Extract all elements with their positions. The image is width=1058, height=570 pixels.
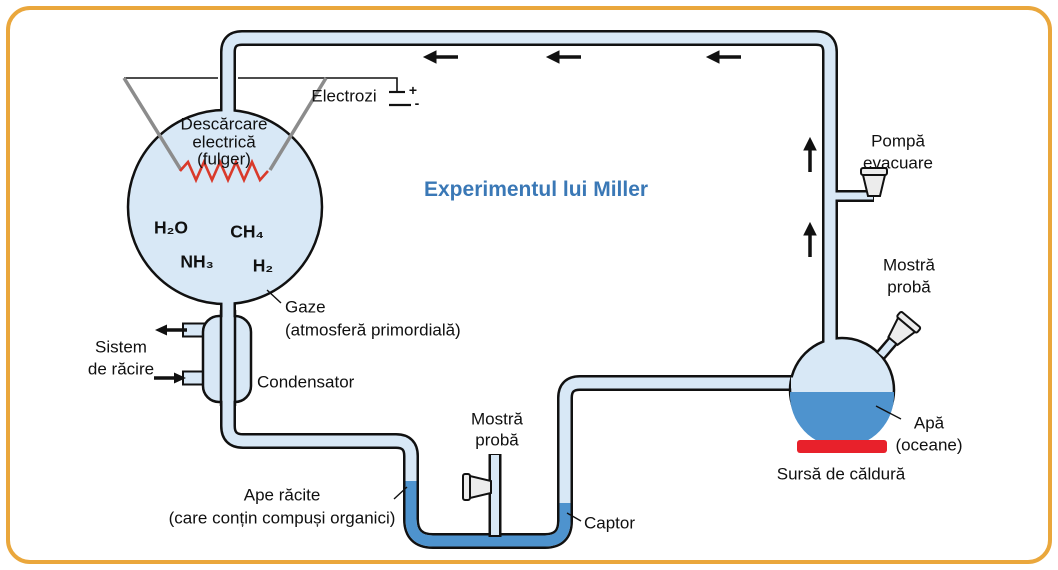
trap-condensed-water (405, 481, 571, 547)
gas-nh3-label: NH₃ (180, 251, 214, 272)
ocean-water-label-line1: Apă (913, 413, 945, 433)
pipe-top-loop (220, 30, 838, 348)
gas-h2o-label: H₂O (153, 217, 189, 238)
gases-label-line1: Gaze (285, 297, 326, 317)
coolant-out-arrow-icon (155, 324, 187, 336)
cooled-water-pointer (393, 486, 408, 500)
electric-spark-icon (179, 158, 269, 184)
pump-label-line1: Pompă (871, 131, 925, 151)
gases-label-line2: (atmosferă primordială) (285, 320, 461, 340)
stopcock-valve-icon (462, 473, 492, 501)
water-pointer (875, 405, 902, 420)
gas-flask (126, 104, 324, 306)
electrode-right (268, 77, 328, 171)
trap-pointer (566, 512, 582, 522)
discharge-label-line2: electrică (192, 132, 256, 152)
coolant-in-arrow-icon (154, 372, 186, 384)
heat-source-label: Sursă de căldură (776, 464, 906, 484)
sample-right-label-line2: probă (887, 277, 931, 297)
pipe-bottom-loop (220, 296, 800, 549)
cooled-water-label-line2: (care conțin compuși organici) (168, 508, 396, 528)
cooling-label-line1: Sistem (95, 337, 147, 357)
sample-port-bottom (462, 454, 502, 537)
sample-bottom-label-line2: probă (475, 430, 519, 450)
flow-arrow-up-icon (803, 136, 817, 172)
pump-label-line2: evacuare (863, 153, 933, 173)
electrodes-label: Electrozi (311, 86, 377, 106)
trap-label: Captor (584, 513, 636, 533)
ocean-water-label-line2: (oceane) (895, 435, 963, 455)
sample-port-right (875, 310, 922, 360)
electrode-left (122, 77, 183, 171)
flow-arrow-left-icon (545, 50, 581, 64)
gas-ch4-label: CH₄ (230, 221, 264, 242)
diagram-border (6, 6, 1052, 564)
flow-arrow-left-icon (705, 50, 741, 64)
electrode-wiring (122, 77, 411, 184)
heat-source-bar (797, 440, 887, 453)
flow-arrow-left-icon (422, 50, 458, 64)
ocean-flask (788, 336, 896, 453)
flow-arrow-up-icon (803, 221, 817, 257)
cooled-water-label-line1: Ape răcite (243, 485, 321, 505)
gases-pointer (266, 289, 282, 304)
discharge-label-line3: (fulger) (197, 149, 251, 169)
sample-bottom-label-line1: Mostră (471, 409, 523, 429)
flow-arrows (422, 50, 817, 257)
gas-h2-label: H₂ (252, 255, 274, 276)
vacuum-pump-valve (834, 167, 888, 202)
diagram-title: Experimentul lui Miller (424, 178, 649, 201)
battery-plus-sign: + (408, 82, 418, 98)
sample-right-label-line1: Mostră (883, 255, 935, 275)
condenser (154, 310, 253, 406)
battery-minus-sign: - (414, 95, 420, 111)
ocean-water (790, 392, 894, 448)
discharge-label-line1: Descărcare (180, 114, 268, 134)
pointer-lines (266, 289, 902, 522)
condenser-label: Condensator (257, 372, 355, 392)
cooling-label-line2: de răcire (87, 359, 155, 379)
